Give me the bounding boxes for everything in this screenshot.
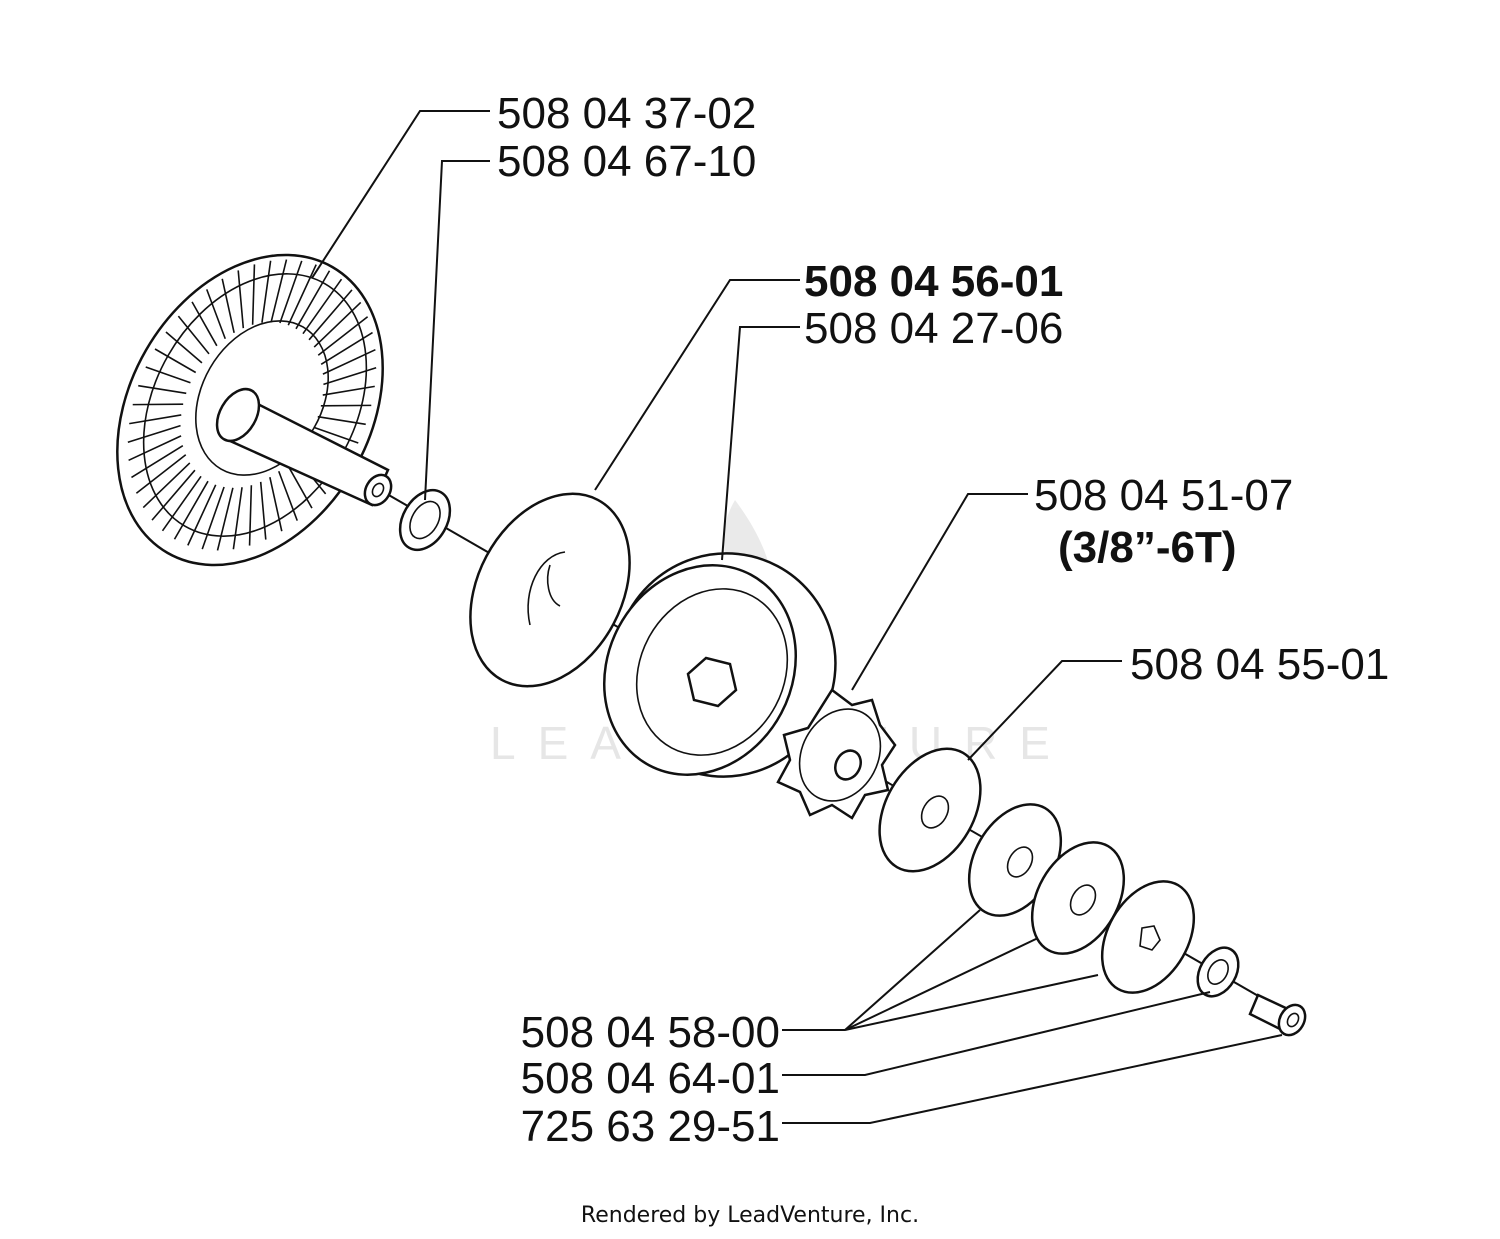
gear-tooth [161,475,202,532]
bolt [1248,993,1307,1037]
part-number-label: 508 04 56-01 [804,257,1064,306]
gear-tooth [313,301,362,348]
gear-tooth [308,289,353,341]
gear-tooth [320,331,373,366]
clutch-plate [469,492,631,688]
washer-3 [1100,880,1196,994]
gear-tooth [128,435,182,462]
gear-tooth [151,469,196,521]
gear-tooth [261,260,272,323]
gear-tooth [127,424,181,444]
gear-tooth [131,444,184,479]
gear-tooth [201,486,225,550]
sprocket [776,688,897,820]
gear-tooth [237,270,245,329]
gear-tooth [129,414,182,425]
gear-tooth [135,454,187,494]
bushing [1196,946,1240,998]
gear-tooth [317,316,369,356]
clutch-drum [602,552,837,778]
part-number-label: 508 04 55-01 [1130,640,1390,689]
gear-tooth [322,385,375,396]
bevel-gear [116,253,393,567]
gear-tooth [165,331,203,364]
gear-tooth [286,463,313,509]
gear-tooth [154,348,197,374]
gear-tooth [142,462,191,509]
gear-tooth [138,384,187,395]
credit-text: Rendered by LeadVenture, Inc. [580,1203,920,1228]
part-number-label: 508 04 51-07 [1034,471,1294,520]
gear-tooth [317,415,366,426]
gear-tooth [287,264,317,326]
part-number-label: 508 04 58-00 [520,1008,780,1057]
leader-lines [311,110,1283,1124]
gear-tooth [191,301,218,347]
gear-tooth [302,278,343,335]
gear-tooth [259,481,267,540]
gear-tooth [206,289,226,340]
gear-tooth [232,487,243,550]
gear-tooth [248,485,253,546]
part-number-label: 508 04 37-02 [497,89,757,138]
gear-tooth [270,259,288,323]
part-number-label: 508 04 67-10 [497,137,757,186]
gear-tooth [251,264,256,325]
gear-tooth [173,480,209,540]
gear-tooth [216,487,234,551]
gear-tooth [322,348,376,375]
gear-tooth [313,426,359,444]
gear-tooth [295,270,331,330]
gear-tooth [269,477,283,532]
gear-tooth [145,366,191,384]
part-note-label: (3/8”-6T) [1058,523,1237,572]
gear-tooth [279,260,303,324]
gear-tooth [323,366,377,386]
small-washer [398,488,452,552]
large-washer [878,747,982,873]
gear-tooth [187,484,217,546]
gear-tooth [177,315,210,355]
part-number-label: 508 04 27-06 [804,304,1064,353]
gear-tooth [221,278,235,333]
part-number-label: 725 63 29-51 [520,1102,780,1151]
gear-tooth [278,470,298,521]
part-number-label: 508 04 64-01 [520,1054,780,1103]
